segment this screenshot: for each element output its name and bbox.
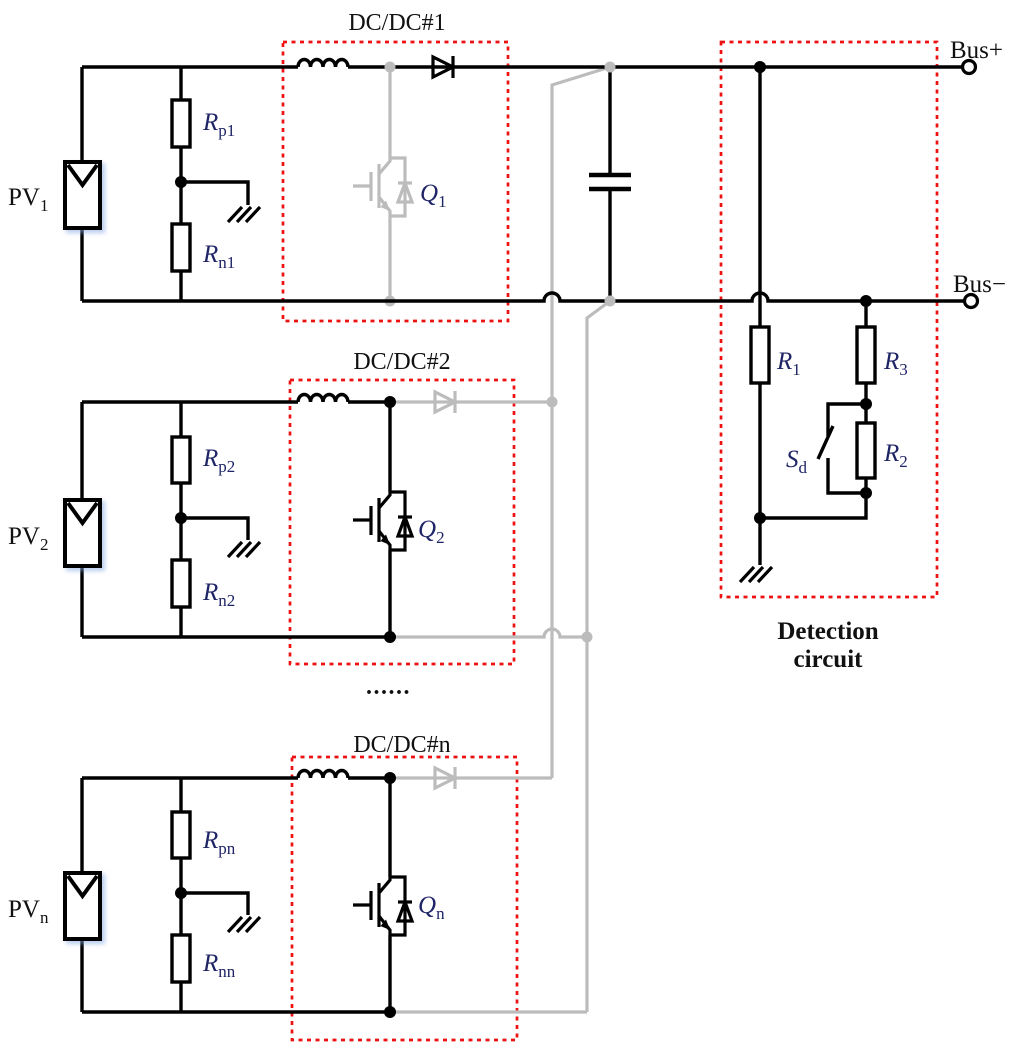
resistor-r3 bbox=[855, 325, 877, 385]
converter-1-outline bbox=[281, 40, 510, 323]
gray-interconnect bbox=[390, 65, 611, 1014]
junction-dot bbox=[754, 512, 766, 524]
resistor-rpn bbox=[170, 810, 192, 860]
pv-1-label: PV1 bbox=[8, 184, 48, 215]
rn2-label: Rn2 bbox=[202, 579, 235, 610]
converter-n-title: DC/DC#n bbox=[353, 732, 450, 758]
ground-icon bbox=[226, 540, 262, 559]
bus-positive-label: Bus+ bbox=[950, 37, 1003, 64]
resistor-r2 bbox=[855, 421, 877, 480]
ground-stub-2 bbox=[181, 516, 250, 540]
capacitor-icon bbox=[589, 172, 631, 192]
detection-title-line2: circuit bbox=[794, 646, 864, 673]
collector-bus-negative-wire bbox=[585, 299, 611, 1012]
ground-icon bbox=[226, 205, 262, 224]
r1-label: R1 bbox=[776, 348, 801, 379]
pv-panel-icon bbox=[63, 871, 102, 941]
junction-dot bbox=[604, 295, 616, 307]
converter-2-return-wire bbox=[390, 627, 587, 639]
ground-stub-1 bbox=[181, 180, 250, 205]
pv-2-label: PV2 bbox=[8, 523, 48, 554]
junction-dot bbox=[754, 61, 766, 73]
rp2-label: Rp2 bbox=[202, 445, 235, 476]
resistor-r1 bbox=[749, 325, 771, 385]
rp1-label: Rp1 bbox=[202, 109, 235, 140]
converter-1-title: DC/DC#1 bbox=[348, 10, 445, 36]
resistor-rp2 bbox=[170, 435, 192, 485]
resistor-rn2 bbox=[170, 558, 192, 609]
converter-2 bbox=[63, 392, 414, 643]
bus-negative-rail bbox=[82, 291, 964, 303]
junction-dot bbox=[581, 631, 593, 643]
detection-circuit bbox=[738, 61, 877, 584]
junction-dot bbox=[860, 487, 872, 499]
junction-dot bbox=[384, 1006, 396, 1018]
igbt-qn-icon bbox=[351, 875, 414, 937]
ground-icon bbox=[226, 915, 262, 934]
igbt-q2-icon bbox=[351, 490, 414, 552]
r3-r2-branch-wire bbox=[760, 301, 868, 520]
inductor-2-icon bbox=[296, 392, 350, 403]
junction-dot bbox=[860, 398, 872, 410]
detection-circuit-outline bbox=[719, 40, 939, 599]
rn1-label: Rn1 bbox=[202, 241, 235, 272]
q1-label: Q1 bbox=[420, 180, 447, 211]
collector-bus-positive-wire bbox=[550, 65, 611, 778]
pv-panel-icon bbox=[63, 160, 102, 230]
pv-source-2 bbox=[63, 498, 102, 568]
r2-label: R2 bbox=[883, 440, 908, 471]
pv-source-n bbox=[63, 871, 102, 941]
igbt-q1-icon bbox=[351, 156, 414, 218]
junction-dot bbox=[384, 61, 396, 73]
detection-title-line1: Detection bbox=[777, 618, 878, 645]
bus-positive-terminal bbox=[960, 58, 978, 76]
resistor-rp1 bbox=[170, 98, 192, 149]
junction-dot bbox=[546, 396, 558, 408]
ground-icon bbox=[738, 565, 774, 584]
inductor-n-icon bbox=[296, 768, 350, 779]
converter-1 bbox=[63, 54, 962, 307]
converter-ellipsis: ...... bbox=[366, 674, 411, 700]
rnn-label: Rnn bbox=[202, 950, 236, 981]
resistor-rnn bbox=[170, 933, 192, 984]
r3-label: R3 bbox=[883, 348, 908, 379]
rpn-label: Rpn bbox=[202, 827, 236, 858]
resistor-rn1 bbox=[170, 222, 192, 273]
junction-dot bbox=[604, 61, 616, 73]
pv-panel-icon bbox=[63, 498, 102, 568]
switch-sd-icon bbox=[816, 402, 866, 495]
converter-n bbox=[63, 768, 414, 1018]
pv-n-label: PVn bbox=[8, 896, 49, 927]
inductor-1-icon bbox=[296, 57, 350, 68]
pv-source-1 bbox=[63, 160, 102, 230]
junction-dot bbox=[384, 631, 396, 643]
bus-negative-label: Bus− bbox=[953, 271, 1006, 298]
sd-label: Sd bbox=[786, 446, 808, 477]
junction-dot bbox=[860, 295, 872, 307]
junction-dot bbox=[384, 396, 396, 408]
q2-label: Q2 bbox=[418, 516, 445, 547]
converter-2-title: DC/DC#2 bbox=[353, 349, 450, 375]
converter-2-outline bbox=[288, 378, 516, 666]
converter-n-outline bbox=[290, 755, 519, 1042]
qn-label: Qn bbox=[418, 892, 445, 923]
bus-negative-terminal bbox=[962, 292, 980, 310]
dc-bus bbox=[82, 58, 980, 643]
ground-stub-n bbox=[181, 891, 250, 915]
junction-dot bbox=[384, 772, 396, 784]
